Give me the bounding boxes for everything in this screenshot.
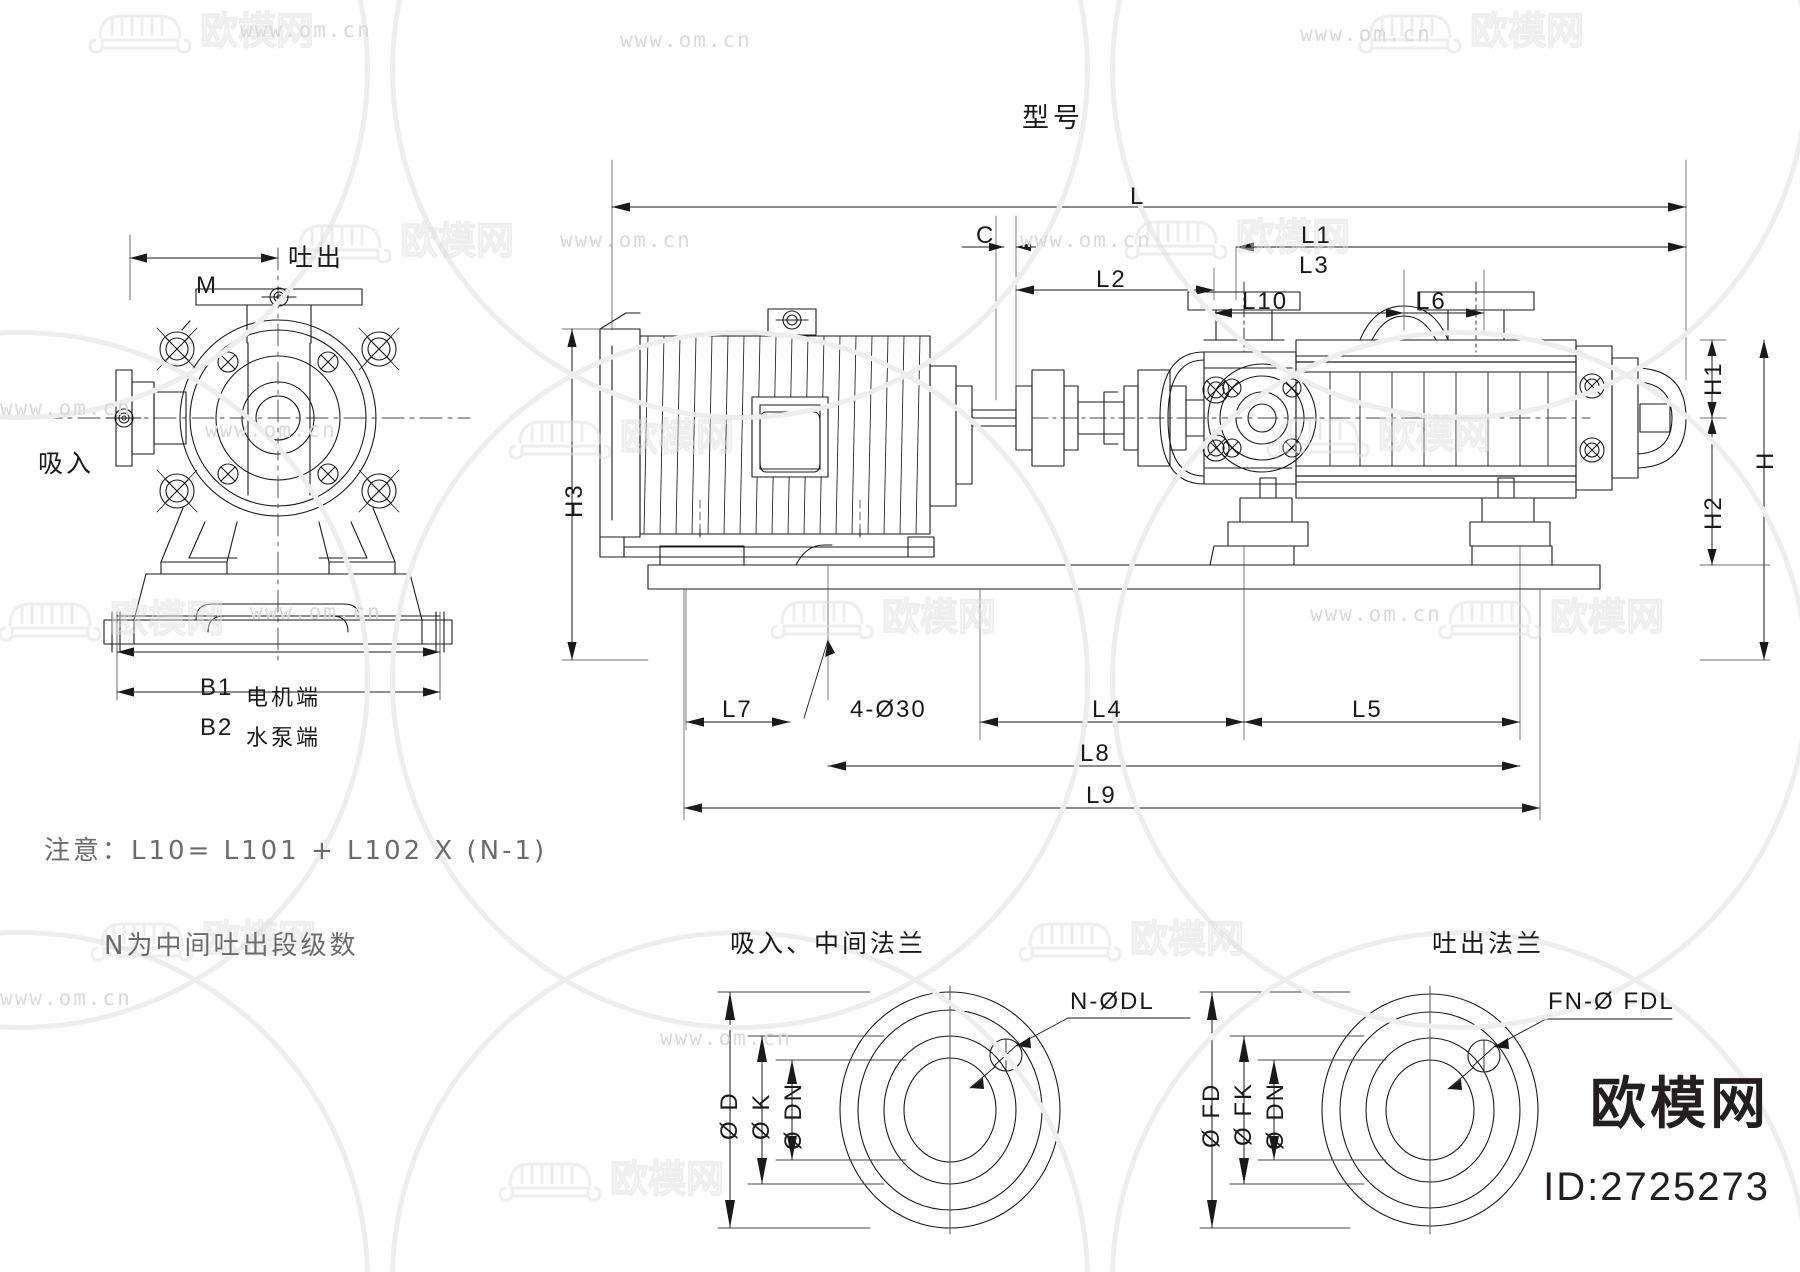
note-line-1: 注意：L10= L101 + L102 X (N-1) <box>44 836 548 866</box>
discharge-flange-title: 吐出法兰 <box>1432 929 1545 958</box>
pump-geometry <box>1103 281 1687 547</box>
brand-name-text: 欧模网 <box>1590 1072 1770 1137</box>
note-line-2: N为中间吐出段级数 <box>104 931 359 961</box>
discharge-flange-dim-DN: Ø DN <box>1262 1082 1289 1150</box>
dim-note-B2: 水泵端 <box>246 726 322 751</box>
dim-label-L9: L9 <box>1086 782 1117 809</box>
suction-flange-dim-K: Ø K <box>748 1092 775 1140</box>
discharge-flange-hole-callout: FN-Ø FDL <box>1548 988 1675 1015</box>
front-view-dimensions <box>561 159 1771 821</box>
dim-label-L6: L6 <box>1416 288 1447 315</box>
dim-label-H: H <box>1752 450 1779 470</box>
dim-M <box>129 234 279 301</box>
suction-flange-hole-callout: N-ØDL <box>1070 988 1155 1015</box>
dim-label-L10: L10 <box>1242 288 1289 315</box>
discharge-flange-detail <box>1199 985 1673 1235</box>
discharge-label: 吐出 <box>288 243 345 272</box>
motor-geometry <box>599 308 1017 558</box>
left-view-geometry <box>39 247 471 661</box>
suction-flange-detail <box>717 985 1191 1235</box>
model-title-label: 型号 <box>1022 103 1084 134</box>
baseplate-geometry <box>647 544 1601 590</box>
dim-label-L4: L4 <box>1092 696 1123 723</box>
dim-label-H2: H2 <box>1700 495 1727 530</box>
dim-label-B1: B1 <box>200 674 234 701</box>
dim-label-L: L <box>1130 183 1146 210</box>
dim-note-B1: 电机端 <box>246 686 322 711</box>
dim-label-L3: L3 <box>1299 252 1330 279</box>
dim-label-L5: L5 <box>1352 696 1383 723</box>
discharge-flange-dim-FD: Ø FD <box>1198 1082 1225 1148</box>
dim-label-L8: L8 <box>1080 740 1111 767</box>
drawing-id-label: ID:2725273 <box>1543 1165 1770 1209</box>
dim-label-L1: L1 <box>1301 222 1332 249</box>
discharge-flange-dim-FK: Ø FK <box>1230 1081 1257 1146</box>
dim-label-H1: H1 <box>1700 361 1727 396</box>
dim-B1-B2 <box>116 611 441 701</box>
dim-label-L7: L7 <box>722 696 753 723</box>
dim-label-H3: H3 <box>561 483 588 518</box>
suction-flange-dim-DN: Ø DN <box>780 1082 807 1150</box>
suction-flange-title: 吸入、中间法兰 <box>730 929 927 958</box>
suction-label: 吸入 <box>38 449 95 478</box>
dim-label-M: M <box>196 272 218 299</box>
dim-label-C: C <box>976 222 996 249</box>
bolt-callout-label: 4-Ø30 <box>850 696 927 723</box>
brand-logo: 欧模网 <box>1590 1059 1770 1140</box>
suction-flange-dim-D: Ø D <box>716 1091 743 1140</box>
dim-label-B2: B2 <box>200 714 234 741</box>
dim-label-L2: L2 <box>1096 266 1127 293</box>
